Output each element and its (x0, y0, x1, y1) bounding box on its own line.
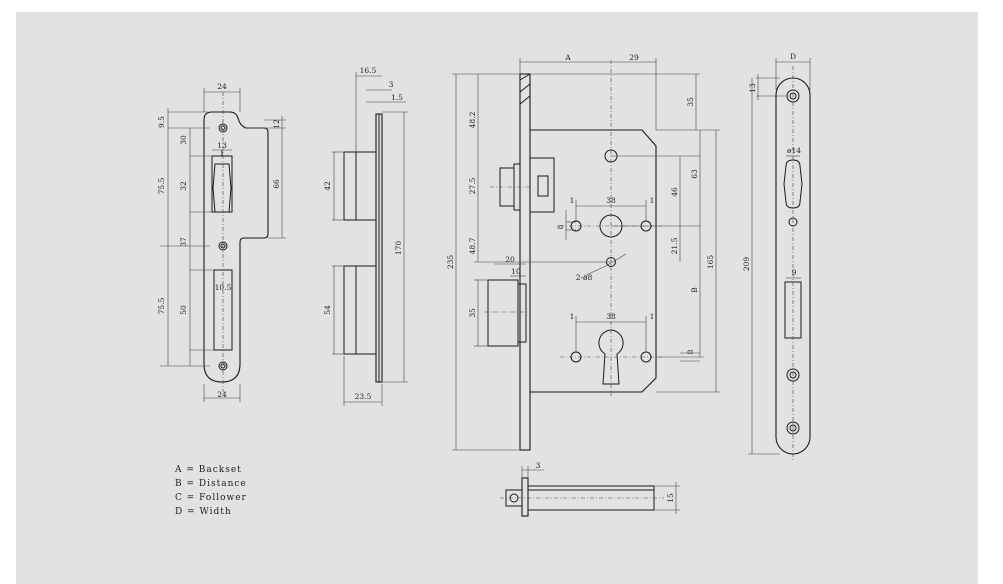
dim-46: 46 (670, 187, 679, 197)
dim-phi-14: ø14 (787, 146, 801, 155)
dim-3: 3 (389, 80, 394, 89)
dim-1-a: 1 (570, 196, 575, 205)
dim-75-5-top: 75.5 (157, 177, 166, 194)
dim-15-latch: 15 (666, 493, 675, 503)
strike-plate: 24 24 9.5 12 30 13 75.5 32 66 37 75.5 50… (157, 82, 286, 402)
dim-16-5: 16.5 (360, 66, 377, 75)
lock-body: A 29 35 48.2 27.5 63 46 1 38 1 8 48.7 21… (446, 53, 720, 451)
dim-37: 37 (179, 237, 188, 247)
faceplate: D 13 ø14 209 9 (742, 52, 811, 460)
dim-209: 209 (742, 257, 751, 272)
dim-1-d: 1 (650, 312, 655, 321)
dim-21-5: 21.5 (670, 237, 679, 254)
dim-30: 30 (179, 135, 188, 145)
dim-a-backset: A (564, 53, 571, 62)
dim-10-5: 10.5 (215, 283, 232, 292)
dim-b-distance: B (690, 287, 699, 293)
dim-27-5: 27.5 (468, 177, 477, 194)
dim-1-c: 1 (570, 312, 575, 321)
legend-item-backset: A = Backset (174, 465, 242, 475)
dim-35-bottom: 35 (468, 308, 477, 318)
dim-20: 20 (505, 255, 515, 264)
dim-12: 12 (272, 119, 281, 129)
dim-38-b: 38 (606, 312, 616, 321)
dim-235: 235 (446, 255, 455, 270)
drawing-panel (16, 12, 978, 584)
dim-54: 54 (323, 305, 332, 315)
side-view: 16.5 3 1.5 42 170 54 23.5 (323, 66, 408, 406)
dim-66: 66 (272, 179, 281, 189)
dim-1-5: 1.5 (391, 93, 403, 102)
dim-165: 165 (706, 255, 715, 270)
dim-3-latch: 3 (536, 461, 541, 470)
dim-2-phi-8: 2-ø8 (576, 273, 593, 282)
dim-35-top: 35 (686, 97, 695, 107)
dim-8-b: 8 (686, 349, 695, 354)
dim-10: 10 (511, 267, 521, 276)
dim-29: 29 (629, 53, 639, 62)
dim-75-5-bottom: 75.5 (157, 297, 166, 314)
dim-48-7: 48.7 (468, 237, 477, 254)
dim-13: 13 (217, 141, 227, 150)
dim-13-fp: 13 (748, 83, 757, 93)
dim-50: 50 (179, 305, 188, 315)
dim-d-width: D (790, 52, 796, 61)
dim-24-top: 24 (217, 82, 227, 91)
legend: A = Backset B = Distance C = Follower D … (174, 465, 247, 517)
dim-170: 170 (394, 241, 403, 256)
dim-1-b: 1 (650, 196, 655, 205)
legend-item-width: D = Width (175, 507, 232, 517)
dim-23-5: 23.5 (355, 392, 372, 401)
dim-63: 63 (690, 169, 699, 179)
latch-part: 3 15 (500, 461, 680, 517)
dim-48-2: 48.2 (468, 111, 477, 128)
legend-item-distance: B = Distance (175, 479, 247, 489)
dim-42: 42 (323, 181, 332, 191)
legend-item-follower: C = Follower (175, 493, 247, 503)
dim-32: 32 (179, 181, 188, 191)
dim-38-a: 38 (606, 196, 616, 205)
dim-9-fp: 9 (792, 268, 797, 277)
dim-24-bottom: 24 (217, 390, 227, 399)
dim-8-a: 8 (556, 224, 565, 229)
dim-9-5: 9.5 (157, 116, 166, 128)
